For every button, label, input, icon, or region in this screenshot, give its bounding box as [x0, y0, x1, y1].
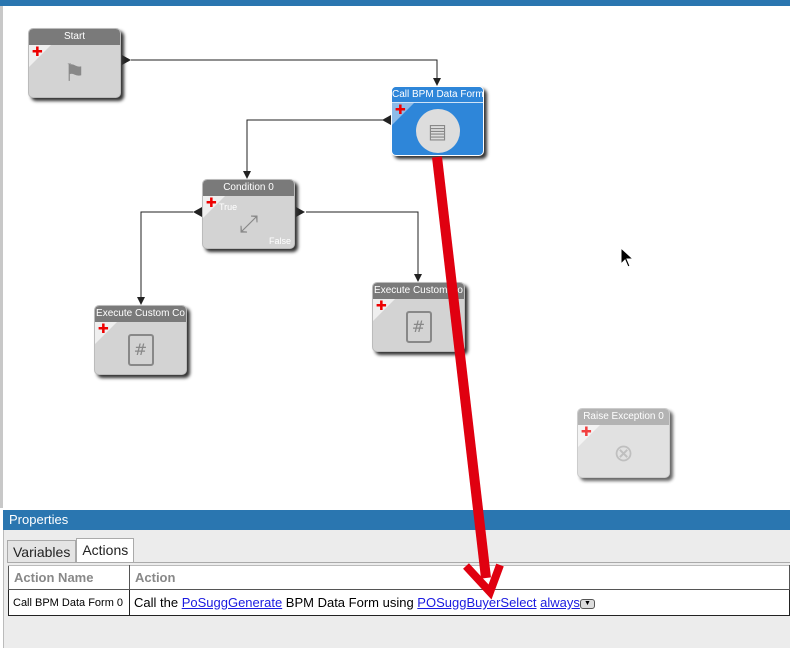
- using-link[interactable]: POSuggBuyerSelect: [417, 595, 537, 610]
- node-execute-custom-code-left[interactable]: Execute Custom Co ✚ #: [94, 305, 187, 375]
- tab-actions[interactable]: Actions: [76, 538, 135, 563]
- node-title: Execute Custom Co: [95, 306, 186, 322]
- node-title: Condition 0: [203, 180, 294, 196]
- add-icon[interactable]: ✚: [376, 299, 387, 314]
- connector-condition-true: [140, 211, 193, 303]
- port-false: [296, 207, 305, 217]
- action-text: Call the: [134, 595, 179, 610]
- node-title: Execute Custom Co: [373, 283, 464, 299]
- add-icon[interactable]: ✚: [206, 196, 217, 211]
- true-label: True: [219, 202, 238, 212]
- arrowhead: [433, 78, 441, 86]
- arrowhead: [243, 171, 251, 179]
- properties-panel: Variables Actions Action Name Action Cal…: [3, 530, 790, 648]
- port-true: [193, 207, 202, 217]
- arrowhead: [414, 274, 422, 282]
- connectors: [122, 55, 441, 305]
- node-condition[interactable]: Condition 0 ✚ True False ⤢: [202, 179, 295, 249]
- flag-icon: ⚑: [63, 59, 86, 87]
- port-out: [122, 55, 131, 65]
- column-header-action-name: Action Name: [8, 565, 130, 590]
- add-icon[interactable]: ✚: [32, 45, 43, 60]
- script-file-icon: #: [405, 311, 432, 343]
- node-title: Raise Exception 0: [578, 409, 669, 425]
- node-title: Start: [29, 29, 120, 45]
- add-icon[interactable]: ✚: [581, 425, 592, 440]
- action-name-cell: Call BPM Data Form 0: [8, 589, 130, 616]
- data-form-icon: ▤: [415, 109, 460, 153]
- actions-table: Action Name Action Call BPM Data Form 0 …: [8, 565, 790, 616]
- node-start[interactable]: Start ✚ ⚑: [28, 28, 121, 98]
- node-raise-exception[interactable]: Raise Exception 0 ✚ ⊗: [577, 408, 670, 478]
- table-row[interactable]: Call BPM Data Form 0 Call the PoSuggGene…: [8, 589, 790, 616]
- tab-variables[interactable]: Variables: [7, 540, 77, 563]
- add-icon[interactable]: ✚: [98, 322, 109, 337]
- connector-callbpm-to-condition: [246, 119, 383, 177]
- dropdown-icon[interactable]: ▼: [579, 598, 595, 609]
- script-file-icon: #: [127, 334, 154, 366]
- action-text: BPM Data Form using: [285, 595, 414, 610]
- node-call-bpm-data-form[interactable]: Call BPM Data Form ✚ ▤: [391, 86, 484, 156]
- add-icon[interactable]: ✚: [395, 103, 406, 118]
- condition-link[interactable]: always: [540, 595, 580, 610]
- column-header-action: Action: [129, 565, 790, 590]
- form-link[interactable]: PoSuggGenerate: [181, 595, 283, 610]
- node-title: Call BPM Data Form: [392, 87, 483, 103]
- action-cell: Call the PoSuggGenerate BPM Data Form us…: [129, 589, 790, 616]
- connector-start-to-callbpm: [131, 59, 438, 84]
- properties-header: Properties: [3, 510, 790, 530]
- false-label: False: [268, 236, 291, 246]
- title-bar: [0, 0, 790, 6]
- connector-condition-false: [306, 211, 419, 280]
- exception-file-icon: ⊗: [613, 439, 634, 467]
- arrowhead: [137, 297, 145, 305]
- node-execute-custom-code-right[interactable]: Execute Custom Co ✚ #: [372, 282, 465, 352]
- port-in: [382, 115, 391, 125]
- condition-arrows-icon: ⤢: [238, 210, 259, 238]
